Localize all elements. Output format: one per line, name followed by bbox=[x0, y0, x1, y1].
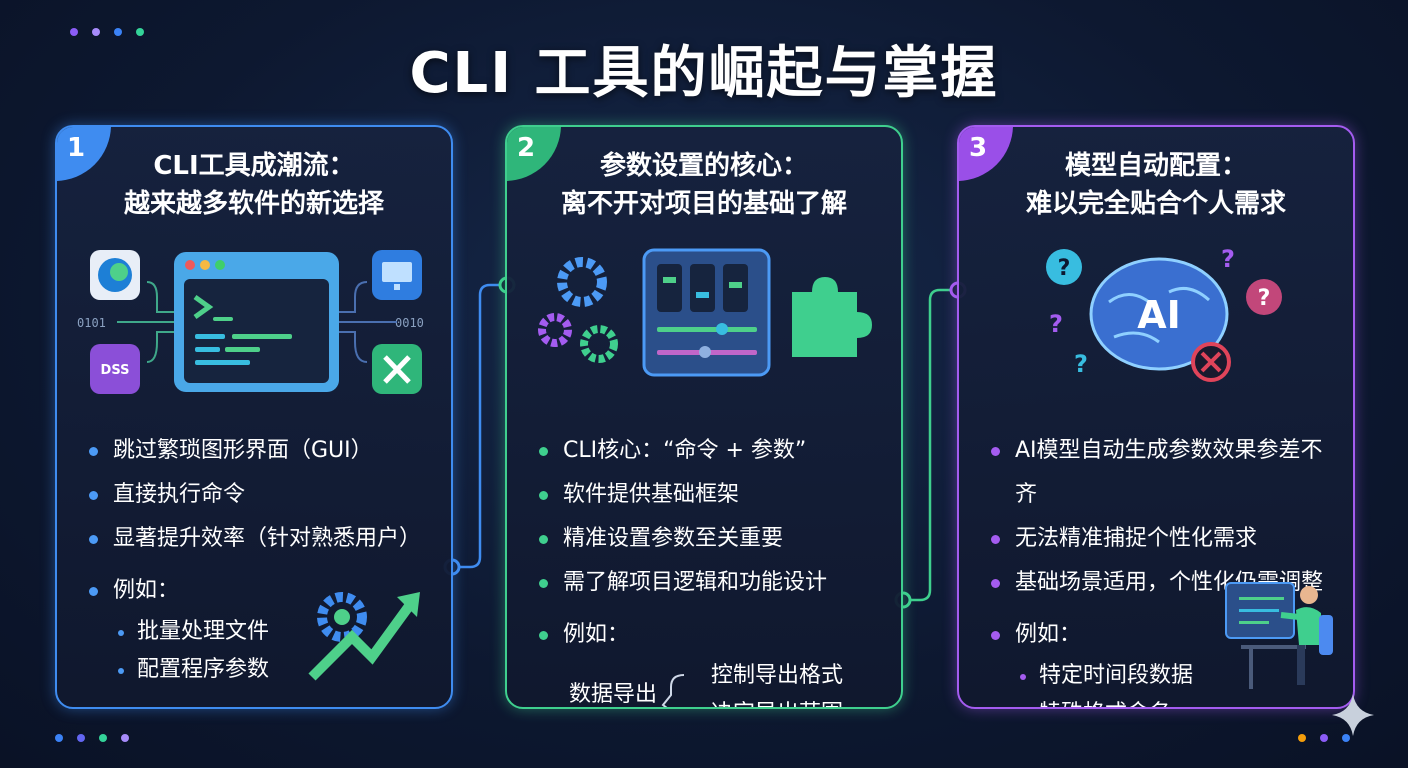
heading-line: CLI工具成潮流： bbox=[153, 151, 355, 181]
bullet-item: AI模型自动生成参数效果参差不齐 bbox=[989, 429, 1333, 517]
example-item: 控制导出格式 bbox=[711, 663, 844, 688]
gears-icon bbox=[538, 257, 618, 363]
bullet-list: AI模型自动生成参数效果参差不齐 无法精准捕捉个性化需求 基础场景适用，个性化仍… bbox=[989, 429, 1333, 707]
bullet-item: 需了解项目逻辑和功能设计 bbox=[537, 561, 891, 605]
export-example-tree: 数据导出 控制导出格式 决定导出范围 bbox=[537, 657, 891, 707]
bracket-icon bbox=[661, 674, 685, 707]
tools-app-icon bbox=[372, 344, 422, 394]
question-bubble-icon: ? bbox=[1246, 279, 1282, 315]
connector-1-2 bbox=[452, 283, 507, 569]
example-item: 决定导出范围 bbox=[711, 695, 843, 707]
page-title: CLI 工具的崛起与掌握 bbox=[409, 41, 999, 106]
dss-label: DSS bbox=[101, 363, 130, 378]
bullet-item: 直接执行命令 bbox=[87, 473, 441, 517]
decorative-dots-bottom-right bbox=[1298, 734, 1350, 742]
example-label: 例如： bbox=[537, 613, 891, 657]
example-item: 特定时间段数据 bbox=[989, 657, 1333, 695]
question-mark: ? bbox=[1074, 350, 1088, 378]
gear-growth-arrow-icon bbox=[308, 592, 420, 681]
ai-label: AI bbox=[1137, 293, 1181, 337]
heading-line: 越来越多软件的新选择 bbox=[123, 189, 384, 219]
heading-line: 离不开对项目的基础了解 bbox=[560, 189, 847, 219]
cli-terminal-illustration: DSS 0101 0010 bbox=[57, 242, 451, 402]
question-mark: ? bbox=[1258, 286, 1271, 311]
sparkle-icon bbox=[1332, 694, 1374, 736]
binary-code-right: 0010 bbox=[395, 316, 424, 330]
example-label: 例如： bbox=[989, 613, 1333, 657]
bullet-item: 跳过繁琐图形界面（GUI） bbox=[87, 429, 441, 473]
question-bubble-icon: ? bbox=[1046, 249, 1082, 285]
card-heading: 参数设置的核心： 离不开对项目的基础了解 bbox=[507, 147, 901, 223]
bullet-item: 软件提供基础框架 bbox=[537, 473, 891, 517]
bullet-item: 无法精准捕捉个性化需求 bbox=[989, 517, 1333, 561]
decorative-dots-top-left bbox=[70, 28, 144, 36]
brain-icon: AI bbox=[1089, 257, 1229, 371]
heading-line: 模型自动配置： bbox=[1064, 151, 1247, 181]
card-heading: 模型自动配置： 难以完全贴合个人需求 bbox=[959, 147, 1353, 223]
settings-illustration bbox=[507, 242, 901, 402]
example-item: 特殊格式命名 bbox=[989, 695, 1333, 707]
monitor-app-icon bbox=[372, 250, 422, 300]
card-cli-trend: 1 CLI工具成潮流： 越来越多软件的新选择 DSS 0101 0010 跳过繁… bbox=[55, 125, 453, 709]
browser-app-icon bbox=[90, 250, 140, 300]
question-mark: ? bbox=[1049, 310, 1063, 338]
question-mark: ? bbox=[1058, 256, 1071, 281]
card-model-auto-config: 3 模型自动配置： 难以完全贴合个人需求 ? ? ? ? ? AI AI模型自动… bbox=[957, 125, 1355, 709]
card-parameter-core: 2 参数设置的核心： 离不开对项目的基础了解 CLI核心：“命令 + 参数” 软… bbox=[505, 125, 903, 709]
error-x-icon bbox=[1191, 342, 1231, 382]
person-at-computer-icon bbox=[1225, 582, 1333, 689]
puzzle-piece-icon bbox=[792, 277, 872, 357]
terminal-window bbox=[174, 252, 339, 392]
decorative-dots-bottom-left bbox=[55, 734, 129, 742]
example-item: 配置程序参数 bbox=[87, 651, 441, 689]
example-root: 数据导出 bbox=[569, 682, 658, 707]
bullet-list: CLI核心：“命令 + 参数” 软件提供基础框架 精准设置参数至关重要 需了解项… bbox=[537, 429, 891, 707]
bullet-item: CLI核心：“命令 + 参数” bbox=[537, 429, 891, 473]
heading-line: 难以完全贴合个人需求 bbox=[1025, 189, 1286, 219]
dss-app-icon: DSS bbox=[90, 344, 140, 394]
connector-2-3 bbox=[903, 288, 958, 602]
example-item: 批量处理文件 bbox=[87, 613, 441, 651]
binary-code-left: 0101 bbox=[77, 316, 106, 330]
question-mark: ? bbox=[1221, 245, 1235, 273]
bullet-item: 精准设置参数至关重要 bbox=[537, 517, 891, 561]
sliders-panel-icon bbox=[642, 248, 771, 377]
card-heading: CLI工具成潮流： 越来越多软件的新选择 bbox=[57, 147, 451, 223]
example-label: 例如： bbox=[87, 569, 441, 613]
heading-line: 参数设置的核心： bbox=[599, 151, 808, 181]
ai-brain-illustration: ? ? ? ? ? AI bbox=[959, 242, 1353, 402]
bullet-item: 显著提升效率（针对熟悉用户） bbox=[87, 517, 441, 561]
bullet-list: 跳过繁琐图形界面（GUI） 直接执行命令 显著提升效率（针对熟悉用户） 例如： … bbox=[87, 429, 441, 689]
